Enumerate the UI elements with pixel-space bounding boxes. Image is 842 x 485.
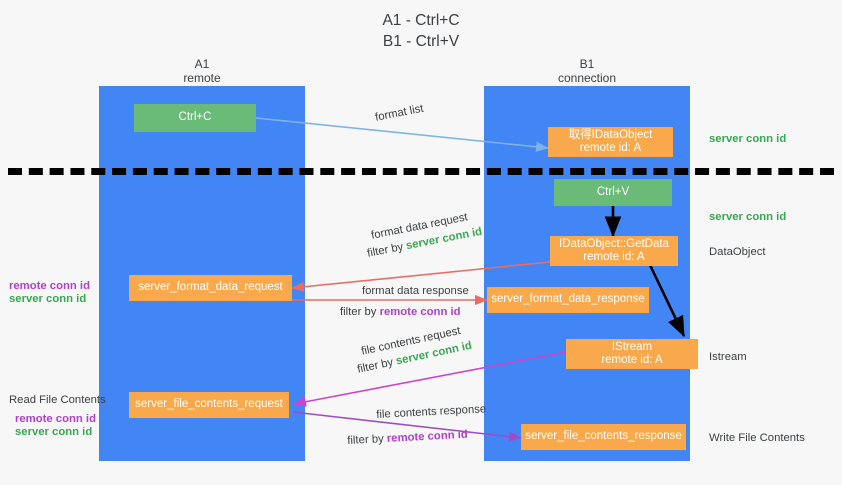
annotation-istream: Istream bbox=[709, 351, 747, 363]
annotation-left-remote-conn-id: remote conn id bbox=[9, 280, 90, 292]
annotation-left-server-conn-id: server conn id bbox=[9, 293, 87, 305]
edge-label-format-list: format list bbox=[374, 102, 425, 124]
annotation-server-conn-id-top: server conn id bbox=[709, 133, 787, 145]
annotation-write-file-contents: Write File Contents bbox=[709, 432, 805, 444]
phase-divider bbox=[8, 168, 834, 175]
node-server-file-contents-request[interactable]: server_file_contents_request bbox=[129, 392, 289, 418]
remote-conn-id-text-1: remote conn id bbox=[379, 306, 461, 318]
node-ctrl-c[interactable]: Ctrl+C bbox=[134, 104, 256, 132]
annotation-server-conn-id-mid: server conn id bbox=[709, 211, 787, 223]
node-istream[interactable]: IStream remote id: A bbox=[566, 339, 698, 369]
node-server-format-data-request[interactable]: server_format_data_request bbox=[129, 275, 292, 301]
node-ctrl-v[interactable]: Ctrl+V bbox=[554, 179, 672, 206]
node-server-format-data-response[interactable]: server_format_data_response bbox=[487, 287, 649, 313]
annotation-left-remote-conn-id-2: remote conn id bbox=[15, 413, 96, 425]
node-idataobject[interactable]: 取得IDataObject remote id: A bbox=[548, 127, 673, 157]
filter-by-text-2: filter by bbox=[340, 306, 380, 318]
annotation-dataobject: DataObject bbox=[709, 246, 766, 258]
annotation-left-server-conn-id-2: server conn id bbox=[15, 426, 93, 438]
edge-label-file-contents-response-filter: filter by remote conn id bbox=[347, 428, 468, 448]
page-title: A1 - Ctrl+C B1 - Ctrl+V bbox=[382, 12, 460, 50]
node-idataobject-getdata[interactable]: IDataObject::GetData remote id: A bbox=[550, 236, 678, 266]
edge-label-format-data-response: format data response bbox=[362, 285, 469, 297]
annotation-read-file-contents: Read File Contents bbox=[9, 394, 106, 406]
edge-label-file-contents-response: file contents response bbox=[376, 403, 487, 421]
remote-conn-id-text-2: remote conn id bbox=[386, 428, 469, 445]
filter-by-text-4: filter by bbox=[347, 432, 388, 447]
filter-by-text-1: filter by bbox=[366, 240, 408, 260]
node-server-file-contents-response[interactable]: server_file_contents_response bbox=[521, 424, 686, 450]
edge-label-format-data-response-filter: filter by remote conn id bbox=[340, 305, 461, 319]
lane-header-a1: A1 remote bbox=[183, 57, 221, 85]
lane-header-b1: B1 connection bbox=[557, 57, 617, 85]
